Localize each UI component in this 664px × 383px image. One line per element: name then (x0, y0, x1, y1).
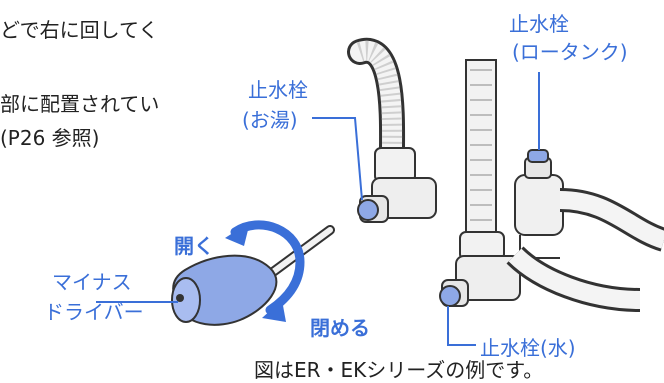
hot-valve-sub: (お湯) (242, 108, 298, 132)
hot-leader-line (312, 117, 363, 201)
tank-valve-knob-icon (527, 149, 549, 163)
hot-valve-title: 止水栓 (248, 78, 308, 102)
close-action-label: 閉める (310, 316, 370, 340)
instruction-line-1: どで右に回してく (0, 18, 159, 42)
tank-valve-title: 止水栓 (509, 12, 569, 36)
screwdriver-label-2: ドライバー (44, 300, 144, 324)
open-action-label: 開く (174, 234, 214, 258)
screwdriver-label-1: マイナス (52, 270, 132, 294)
instruction-line-2: 部に配置されてい (0, 92, 160, 116)
instruction-line-3: (P26 参照) (0, 126, 100, 150)
screwdriver-icon (171, 225, 335, 326)
hot-valve-knob-icon (357, 199, 379, 221)
figure-caption: 図はER・EKシリーズの例です。 (254, 358, 544, 382)
water-valve-label: 止水栓(水) (480, 336, 576, 360)
water-leader-line (447, 306, 476, 346)
tank-valve-sub: (ロータンク) (512, 40, 628, 64)
water-valve-knob-icon (439, 285, 461, 307)
